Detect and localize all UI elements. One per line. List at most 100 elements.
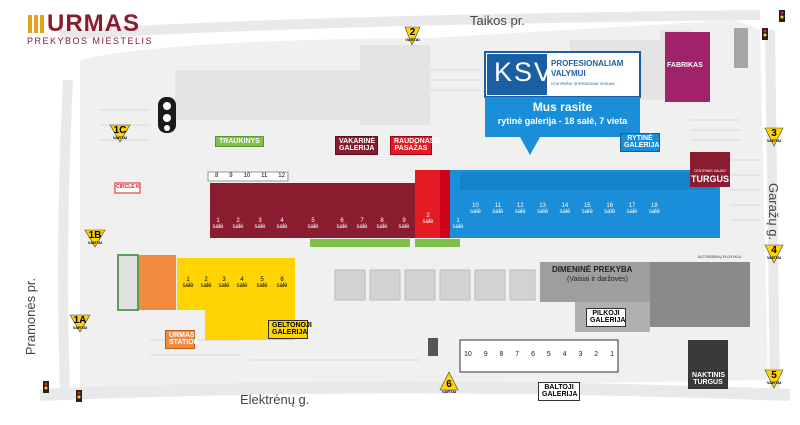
ksv-location: rytinė galerija - 18 salė, 7 vieta	[497, 116, 628, 126]
ksv-line1: PROFESIONALIAM	[551, 59, 624, 68]
vakarine-tag: VAKARINĖ GALERIJA	[335, 136, 378, 155]
baltoji-tag: BALTOJI GALERIJA	[538, 382, 580, 401]
north-building-dark	[734, 28, 748, 68]
ksv-logo: KSV	[494, 57, 555, 87]
white-halls: 10 9 8 7 6 5 4 3 2 1	[464, 351, 614, 358]
autobusu-label: AUTOMOBILIŲ PLOVYKLA	[698, 255, 742, 259]
road-south-label: Elektrėnų g.	[240, 392, 310, 407]
lower-gray-row	[334, 269, 536, 301]
dimenine-sub: (Vaisiai ir daržovės)	[567, 276, 628, 283]
road-east	[765, 29, 780, 396]
raudonasis-tag: RAUDONASIS PASAŽAS	[390, 136, 441, 155]
road-west	[58, 79, 73, 396]
geltonoji-tag: GELTONOJI GALERIJA	[268, 320, 312, 339]
green-stalls	[310, 239, 410, 247]
train-num: 11	[261, 173, 268, 179]
station-building	[138, 255, 176, 310]
parking-stripes	[100, 69, 760, 361]
ksv-headline: Mus rasite	[532, 100, 593, 114]
white-gallery-building	[459, 339, 619, 373]
naktinis-tag: NAKTINIS TURGUS	[688, 370, 728, 389]
dimenine-building	[540, 262, 650, 302]
north-block-1	[175, 70, 395, 120]
train-num: 12	[278, 173, 285, 179]
rytine-tag: RYTINĖ GALERIJA	[620, 133, 660, 152]
road-north-label: Taikos pr.	[470, 13, 525, 28]
train-num: 10	[243, 173, 251, 179]
white-hall[interactable]: 6	[531, 351, 535, 358]
ksv-line2: VALYMUI	[551, 69, 586, 78]
dimenine-label: DIMENINĖ PREKYBA	[552, 265, 633, 274]
turgus-top: CENTRINIS KAUNO	[693, 169, 727, 173]
white-hall[interactable]: 2	[594, 351, 599, 358]
traffic-lights	[43, 10, 785, 402]
urmas-logo-mark	[28, 15, 44, 33]
turgus-badge	[690, 152, 730, 187]
north-block-2	[360, 45, 430, 125]
white-hall[interactable]: 1	[610, 351, 614, 358]
traukinys-tag: TRAUKINYS	[215, 136, 264, 148]
train-numbers: 8 9 10 11 12	[215, 173, 285, 179]
west-gallery-building	[210, 183, 415, 238]
turgus-label: TURGUS	[691, 174, 729, 184]
white-hall[interactable]: 10	[464, 351, 472, 358]
pilkoji-building	[650, 262, 750, 327]
road-north	[59, 10, 761, 40]
fabrikas-label: FABRIKAS	[667, 62, 703, 69]
white-hall[interactable]: 9	[483, 351, 488, 358]
brand-subtitle: PREKYBOS MIESTELIS	[27, 36, 154, 46]
ksv-line3: KOKYBIŠKI SPRENDIMAI VISKAM	[551, 81, 615, 86]
brand-name: URMAS	[47, 10, 140, 37]
white-hall[interactable]: 4	[562, 351, 567, 358]
train-num: 8	[215, 173, 219, 179]
road-west-label: Pramonės pr.	[23, 277, 39, 356]
fabrikas-block	[665, 32, 710, 102]
circlek-box	[114, 182, 141, 194]
pilkoji-tag: PILKOJI GALERIJA	[586, 308, 626, 327]
white-hall[interactable]: 5	[546, 351, 551, 358]
white-hall[interactable]: 7	[515, 351, 520, 358]
white-hall[interactable]: 3	[578, 351, 583, 358]
white-hall[interactable]: 8	[499, 351, 504, 358]
circlek-label: CIRCLE K	[116, 184, 140, 190]
traukinys-strip	[207, 171, 289, 182]
station-tag: URMAS STATION	[165, 330, 199, 349]
road-east-label: Garažų g.	[766, 182, 782, 241]
